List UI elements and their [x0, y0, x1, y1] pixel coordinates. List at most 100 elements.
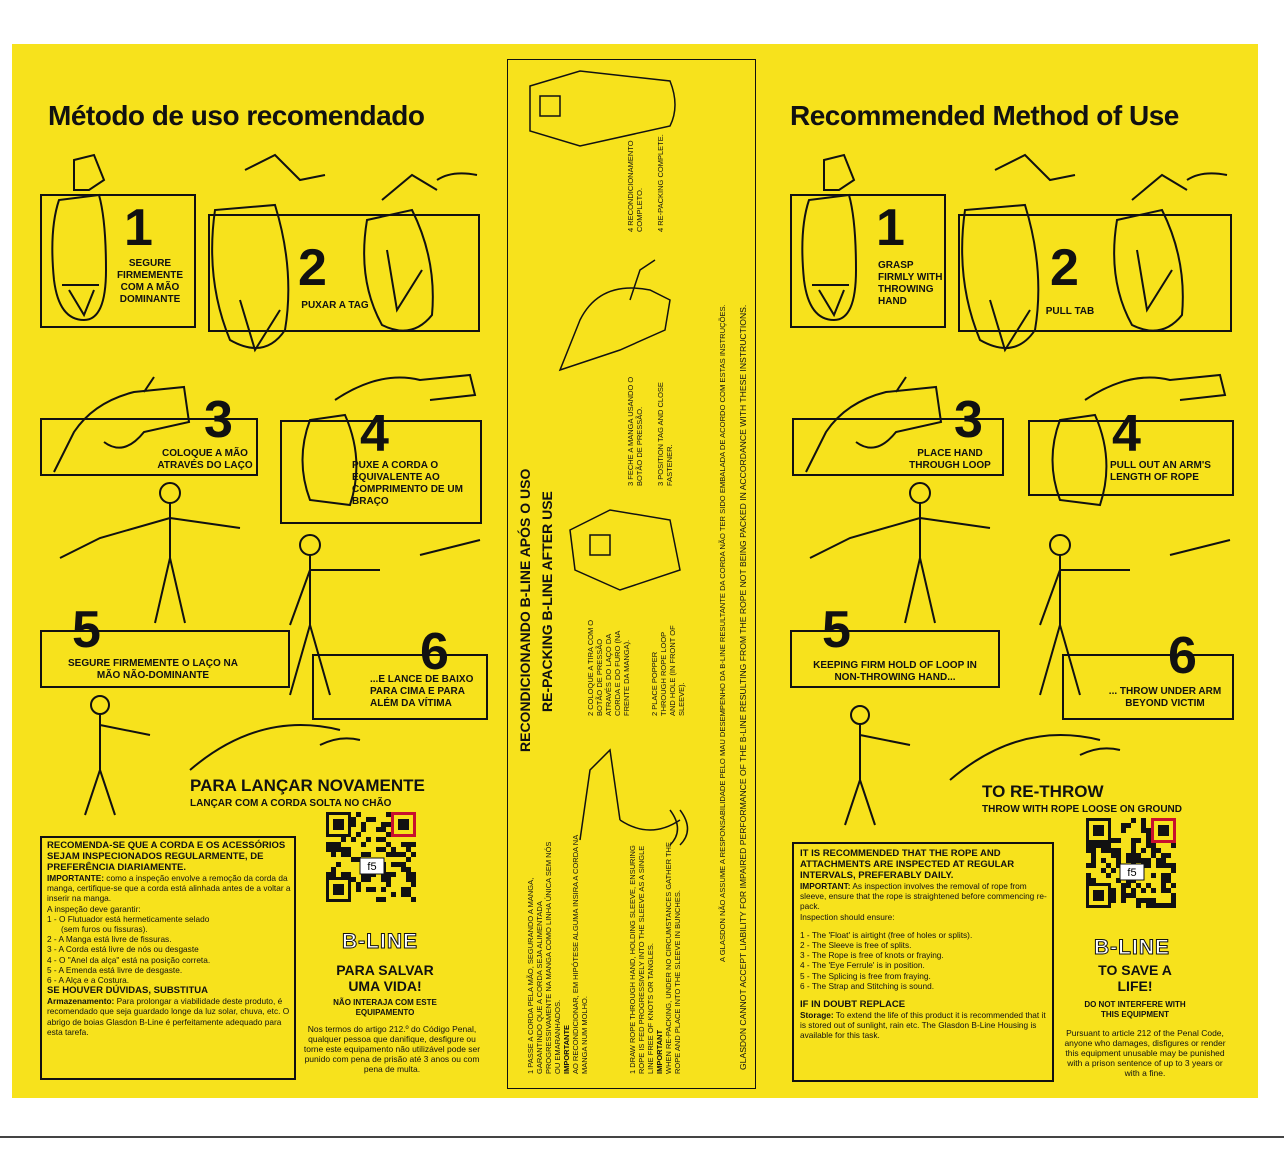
right-step4-label: PULL OUT AN ARM'S LENGTH OF ROPE [1110, 460, 1211, 483]
left-info-heading: RECOMENDA-SE QUE A CORDA E OS ACESSÓRIOS… [47, 840, 286, 873]
left-step1-label: SEGURE FIRMEMENTE COM A MÃO DOMINANTE [116, 258, 184, 305]
repack-step1-en-text: 1 DRAW ROPE THROUGH HAND, HOLDING SLEEVE… [628, 845, 655, 1074]
right-step5-box [790, 630, 1000, 688]
close-fastener-illustration [540, 240, 690, 380]
disclaimer-pt: A GLASDON NÃO ASSUME A RESPONSABILIDADE … [718, 304, 727, 962]
rethrow-illustration [800, 700, 1130, 830]
instruction-sheet [12, 44, 1258, 1098]
left-storage-label: Armazenamento: [47, 996, 115, 1007]
repack-step4-en: 4 RE-PACKING COMPLETE. [656, 134, 665, 232]
right-step2-number: 2 [1050, 239, 1079, 297]
left-important-text: como a inspeção envolve a remoção da cor… [47, 873, 291, 904]
right-item-1: 1 - The 'Float' is airtight (free of hol… [800, 929, 973, 940]
left-slogan: PARA SALVAR UMA VIDA! [336, 962, 434, 994]
left-step3-box [40, 418, 258, 476]
repack-step1-en-important: IMPORTANT [655, 1029, 664, 1074]
left-step4-label: PUXE A CORDA O EQUIVALENTE AO COMPRIMENT… [352, 460, 463, 507]
right-rethrow-title: TO RE-THROW [982, 782, 1104, 801]
repack-step1-pt-text: 1 PASSE A CORDA PELA MÃO, SEGURANDO A MA… [526, 841, 562, 1074]
repack-step1-pt-important-text: AO RECONDICIONAR, EM HIPÓTESE ALGUMA INS… [571, 835, 589, 1074]
left-title: Método de uso recomendado [48, 100, 425, 131]
place-popper-illustration [560, 490, 690, 600]
right-important-label: IMPORTANT: [800, 881, 851, 891]
pull-rope-illustration [1040, 360, 1230, 510]
hand-grasp-illustration [44, 150, 114, 330]
left-step1-number: 1 [124, 199, 153, 257]
right-step5-number: 5 [822, 601, 851, 659]
right-step6-number: 6 [1168, 627, 1197, 685]
right-item-3: 3 - The Rope is free of knots or fraying… [800, 950, 944, 961]
right-step1-number: 1 [876, 199, 905, 257]
repack-step1-pt: 1 PASSE A CORDA PELA MÃO, SEGURANDO A MA… [526, 834, 589, 1074]
left-step6-label: ...E LANCE DE BAIXO PARA CIMA E PARA ALÉ… [370, 674, 474, 709]
bottom-divider [0, 1136, 1284, 1138]
left-step6-box [312, 654, 488, 720]
right-item-4: 4 - The 'Eye Ferrule' is in position. [800, 960, 925, 971]
repack-step1-en: 1 DRAW ROPE THROUGH HAND, HOLDING SLEEVE… [628, 834, 682, 1074]
qr-tag-text: f5 [367, 861, 376, 873]
left-brand-logo: B-LINE [342, 930, 418, 954]
pull-tab-illustration-a [955, 150, 1085, 360]
right-step2-box [958, 214, 1232, 332]
hand-grasp-illustration [794, 150, 864, 330]
right-step2-label: PULL TAB [1045, 306, 1095, 317]
left-info-text: RECOMENDA-SE QUE A CORDA E OS ACESSÓRIOS… [47, 840, 291, 1037]
right-step4-box [1028, 420, 1234, 496]
left-item-5: 5 - A Emenda está livre de desgaste. [47, 964, 183, 975]
right-storage-label: Storage: [800, 1010, 834, 1021]
hand-loop-illustration [796, 372, 946, 482]
left-replace: SE HOUVER DÚVIDAS, SUBSTITUA [47, 985, 208, 997]
left-step3-label: COLOQUE A MÃO ATRAVÉS DO LAÇO [157, 448, 253, 471]
right-info-box [792, 842, 1054, 1082]
left-step2-number: 2 [298, 239, 327, 297]
right-legal: Pursuant to article 212 of the Penal Cod… [1064, 1028, 1226, 1078]
repack-step4-pt: 4 RECONDICIONAMENTO COMPLETO. [626, 140, 644, 232]
repack-step1-pt-important: IMPORTANTE [562, 1024, 571, 1074]
person-hold-loop-illustration [790, 478, 1010, 628]
right-step3-label: PLACE HAND THROUGH LOOP [909, 448, 991, 471]
right-step3-number: 3 [954, 391, 983, 449]
right-step6-box [1062, 654, 1234, 720]
right-item-5: 5 - The Splicing is free from fraying. [800, 970, 931, 981]
person-throw-illustration [260, 525, 490, 705]
right-slogan: TO SAVE A LIFE! [1098, 962, 1172, 994]
left-step1-box [40, 194, 196, 328]
right-important-text: As inspection involves the removal of ro… [800, 881, 1047, 912]
right-step6-label: ... THROW UNDER ARM BEYOND VICTIM [1108, 686, 1222, 709]
left-item-2: 2 - A Manga está livre de fissuras. [47, 934, 172, 945]
repacking-panel [507, 59, 756, 1089]
rethrow-illustration [40, 690, 370, 820]
qr-tag-text: f5 [1127, 867, 1136, 879]
left-qr-code[interactable]: f5 [326, 812, 416, 902]
right-rethrow-subtitle: THROW WITH ROPE LOOSE ON GROUND [982, 804, 1182, 815]
left-legal: Nos termos do artigo 212.º do Código Pen… [303, 1024, 481, 1074]
left-item-1: 1 - O Flutuador está hermeticamente sela… [47, 913, 210, 924]
repack-title-pt: RECONDICIONANDO B-LINE APÓS O USO [517, 468, 533, 752]
right-info-heading: IT IS RECOMMENDED THAT THE ROPE AND ATTA… [800, 848, 1015, 881]
right-brand-logo: B-LINE [1094, 936, 1170, 960]
right-item-2: 2 - The Sleeve is free of splits. [800, 940, 912, 951]
repack-step3-pt: 3 FECHE A MANGA USANDO O BOTÃO DE PRESSÃ… [626, 376, 644, 486]
left-item-4: 4 - O "Anel da alça" está na posição cor… [47, 954, 211, 965]
hand-loop-illustration [44, 372, 194, 482]
right-step3-box [792, 418, 1004, 476]
left-ensure: A inspeção deve garantir: [47, 903, 141, 914]
left-step2-label: PUXAR A TAG [301, 300, 369, 311]
right-qr-code[interactable]: f5 [1086, 818, 1176, 908]
disclaimer-en: GLASDON CANNOT ACCEPT LIABILITY FOR IMPA… [738, 304, 748, 1070]
repack-step2-en: 2 PLACE POPPER THROUGH ROPE LOOP AND HOL… [650, 625, 686, 716]
pull-tab-illustration-b [1102, 150, 1232, 340]
repack-step3-en: 3 POSITION TAG AND CLOSE FASTENER. [656, 382, 674, 486]
pull-tab-illustration-a [205, 150, 335, 360]
right-info-text: IT IS RECOMMENDED THAT THE ROPE AND ATTA… [800, 848, 1050, 1041]
right-warning: DO NOT INTERFERE WITH THIS EQUIPMENT [1084, 1000, 1186, 1019]
repack-step1-en-important-text: WHEN RE-PACKING, UNDER NO CIRCUMSTANCES … [664, 842, 682, 1074]
left-step3-number: 3 [204, 391, 233, 449]
repack-step2-pt: 2 COLOQUE A TIRA COM O BOTÃO DE PRESSÃO … [586, 619, 631, 716]
right-step4-number: 4 [1112, 405, 1141, 463]
repack-title-en: RE-PACKING B-LINE AFTER USE [539, 491, 555, 712]
right-step5-label: KEEPING FIRM HOLD OF LOOP IN NON-THROWIN… [813, 660, 977, 683]
right-item-6: 6 - The Strap and Stitching is sound. [800, 980, 935, 991]
draw-rope-illustration [560, 730, 700, 850]
left-step4-number: 4 [360, 405, 389, 463]
